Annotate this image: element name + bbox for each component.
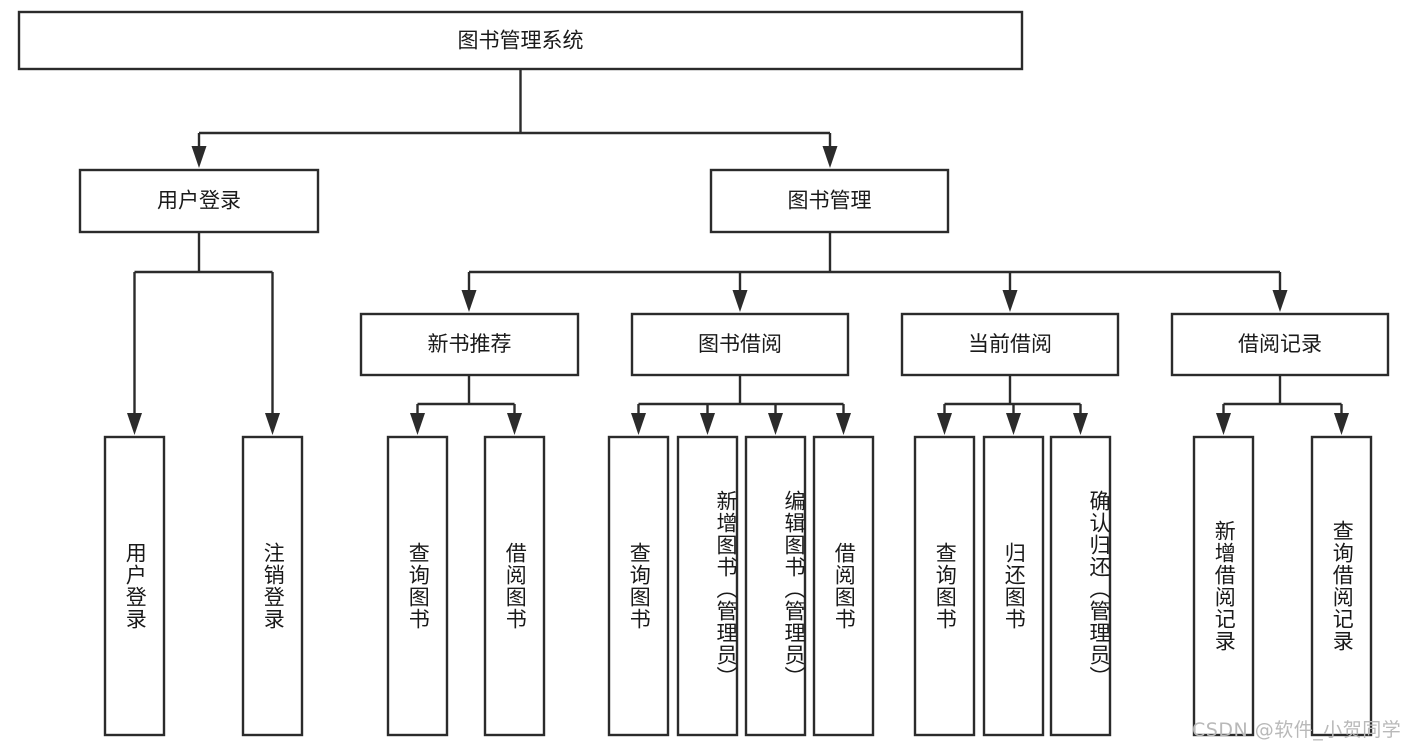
node-book-manage[interactable]: 图书管理	[709, 168, 950, 234]
arrow-head-borrow-record	[1272, 290, 1288, 312]
leaf-box-confirm-return[interactable]	[1049, 435, 1112, 737]
node-user-login-box[interactable]	[78, 168, 320, 234]
node-current-borrow-label: 当前借阅	[968, 332, 1052, 356]
connector-book-borrow-to-leaves	[631, 375, 851, 435]
arrow-head-book-manage	[822, 146, 838, 168]
leaf-box-query-record[interactable]	[1310, 435, 1373, 737]
node-new-book-recommend-label: 新书推荐	[428, 332, 512, 356]
arrow-head-leaf-user-login	[127, 413, 142, 435]
node-new-book-recommend-box[interactable]	[359, 312, 580, 377]
arrow-head-leaf-add-book	[700, 413, 715, 435]
connector-current-borrow-to-leaves	[937, 375, 1088, 435]
arrow-head-leaf-query-book-3	[937, 413, 952, 435]
node-user-login-label: 用户登录	[157, 189, 241, 213]
arrow-head-leaf-confirm-return	[1073, 413, 1088, 435]
node-book-manage-box[interactable]	[709, 168, 950, 234]
leaf-box-borrow-book-1[interactable]	[483, 435, 546, 737]
node-book-borrow[interactable]: 图书借阅	[630, 312, 850, 377]
node-borrow-record-box[interactable]	[1170, 312, 1390, 377]
arrow-head-leaf-return-book	[1006, 413, 1021, 435]
arrow-head-new-book-recommend	[461, 290, 477, 312]
arrow-head-leaf-query-book-1	[410, 413, 425, 435]
node-root[interactable]: 图书管理系统	[17, 10, 1024, 71]
arrow-head-leaf-edit-book	[768, 413, 783, 435]
leaf-box-query-book-1[interactable]	[386, 435, 449, 737]
arrow-head-current-borrow	[1002, 290, 1018, 312]
node-new-book-recommend[interactable]: 新书推荐	[359, 312, 580, 377]
leaf-box-user-login[interactable]	[103, 435, 166, 737]
leaf-box-logout[interactable]	[241, 435, 304, 737]
connector-borrow-record-to-leaves	[1216, 375, 1349, 435]
node-book-manage-label: 图书管理	[788, 189, 872, 213]
leaf-box-borrow-book-2[interactable]	[812, 435, 875, 737]
node-root-label: 图书管理系统	[458, 29, 584, 53]
arrow-head-leaf-query-record	[1334, 413, 1349, 435]
arrow-head-leaf-borrow-book-2	[836, 413, 851, 435]
connector-book-manage-to-level3	[461, 232, 1288, 312]
leaf-box-query-book-3[interactable]	[913, 435, 976, 737]
node-root-box[interactable]	[17, 10, 1024, 71]
node-book-borrow-box[interactable]	[630, 312, 850, 377]
leaf-box-add-book[interactable]	[676, 435, 739, 737]
arrow-head-leaf-query-book-2	[631, 413, 646, 435]
arrow-head-leaf-add-record	[1216, 413, 1231, 435]
connector-user-login-to-leaves	[127, 232, 280, 435]
connector-new-book-recommend-to-leaves	[410, 375, 522, 435]
node-user-login[interactable]: 用户登录	[78, 168, 320, 234]
leaf-box-return-book[interactable]	[982, 435, 1045, 737]
csdn-watermark: CSDN @软件_小贺同学	[1192, 719, 1402, 741]
node-current-borrow[interactable]: 当前借阅	[900, 312, 1120, 377]
connector-root-to-level2	[191, 69, 838, 168]
leaf-box-add-record[interactable]	[1192, 435, 1255, 737]
arrow-head-leaf-borrow-book-1	[507, 413, 522, 435]
leaf-box-query-book-2[interactable]	[607, 435, 670, 737]
node-borrow-record-label: 借阅记录	[1238, 332, 1322, 356]
arrow-head-user-login	[191, 146, 207, 168]
node-current-borrow-box[interactable]	[900, 312, 1120, 377]
leaf-box-edit-book[interactable]	[744, 435, 807, 737]
node-borrow-record[interactable]: 借阅记录	[1170, 312, 1390, 377]
arrow-head-book-borrow	[732, 290, 748, 312]
node-book-borrow-label: 图书借阅	[698, 332, 782, 356]
arrow-head-leaf-logout	[265, 413, 280, 435]
